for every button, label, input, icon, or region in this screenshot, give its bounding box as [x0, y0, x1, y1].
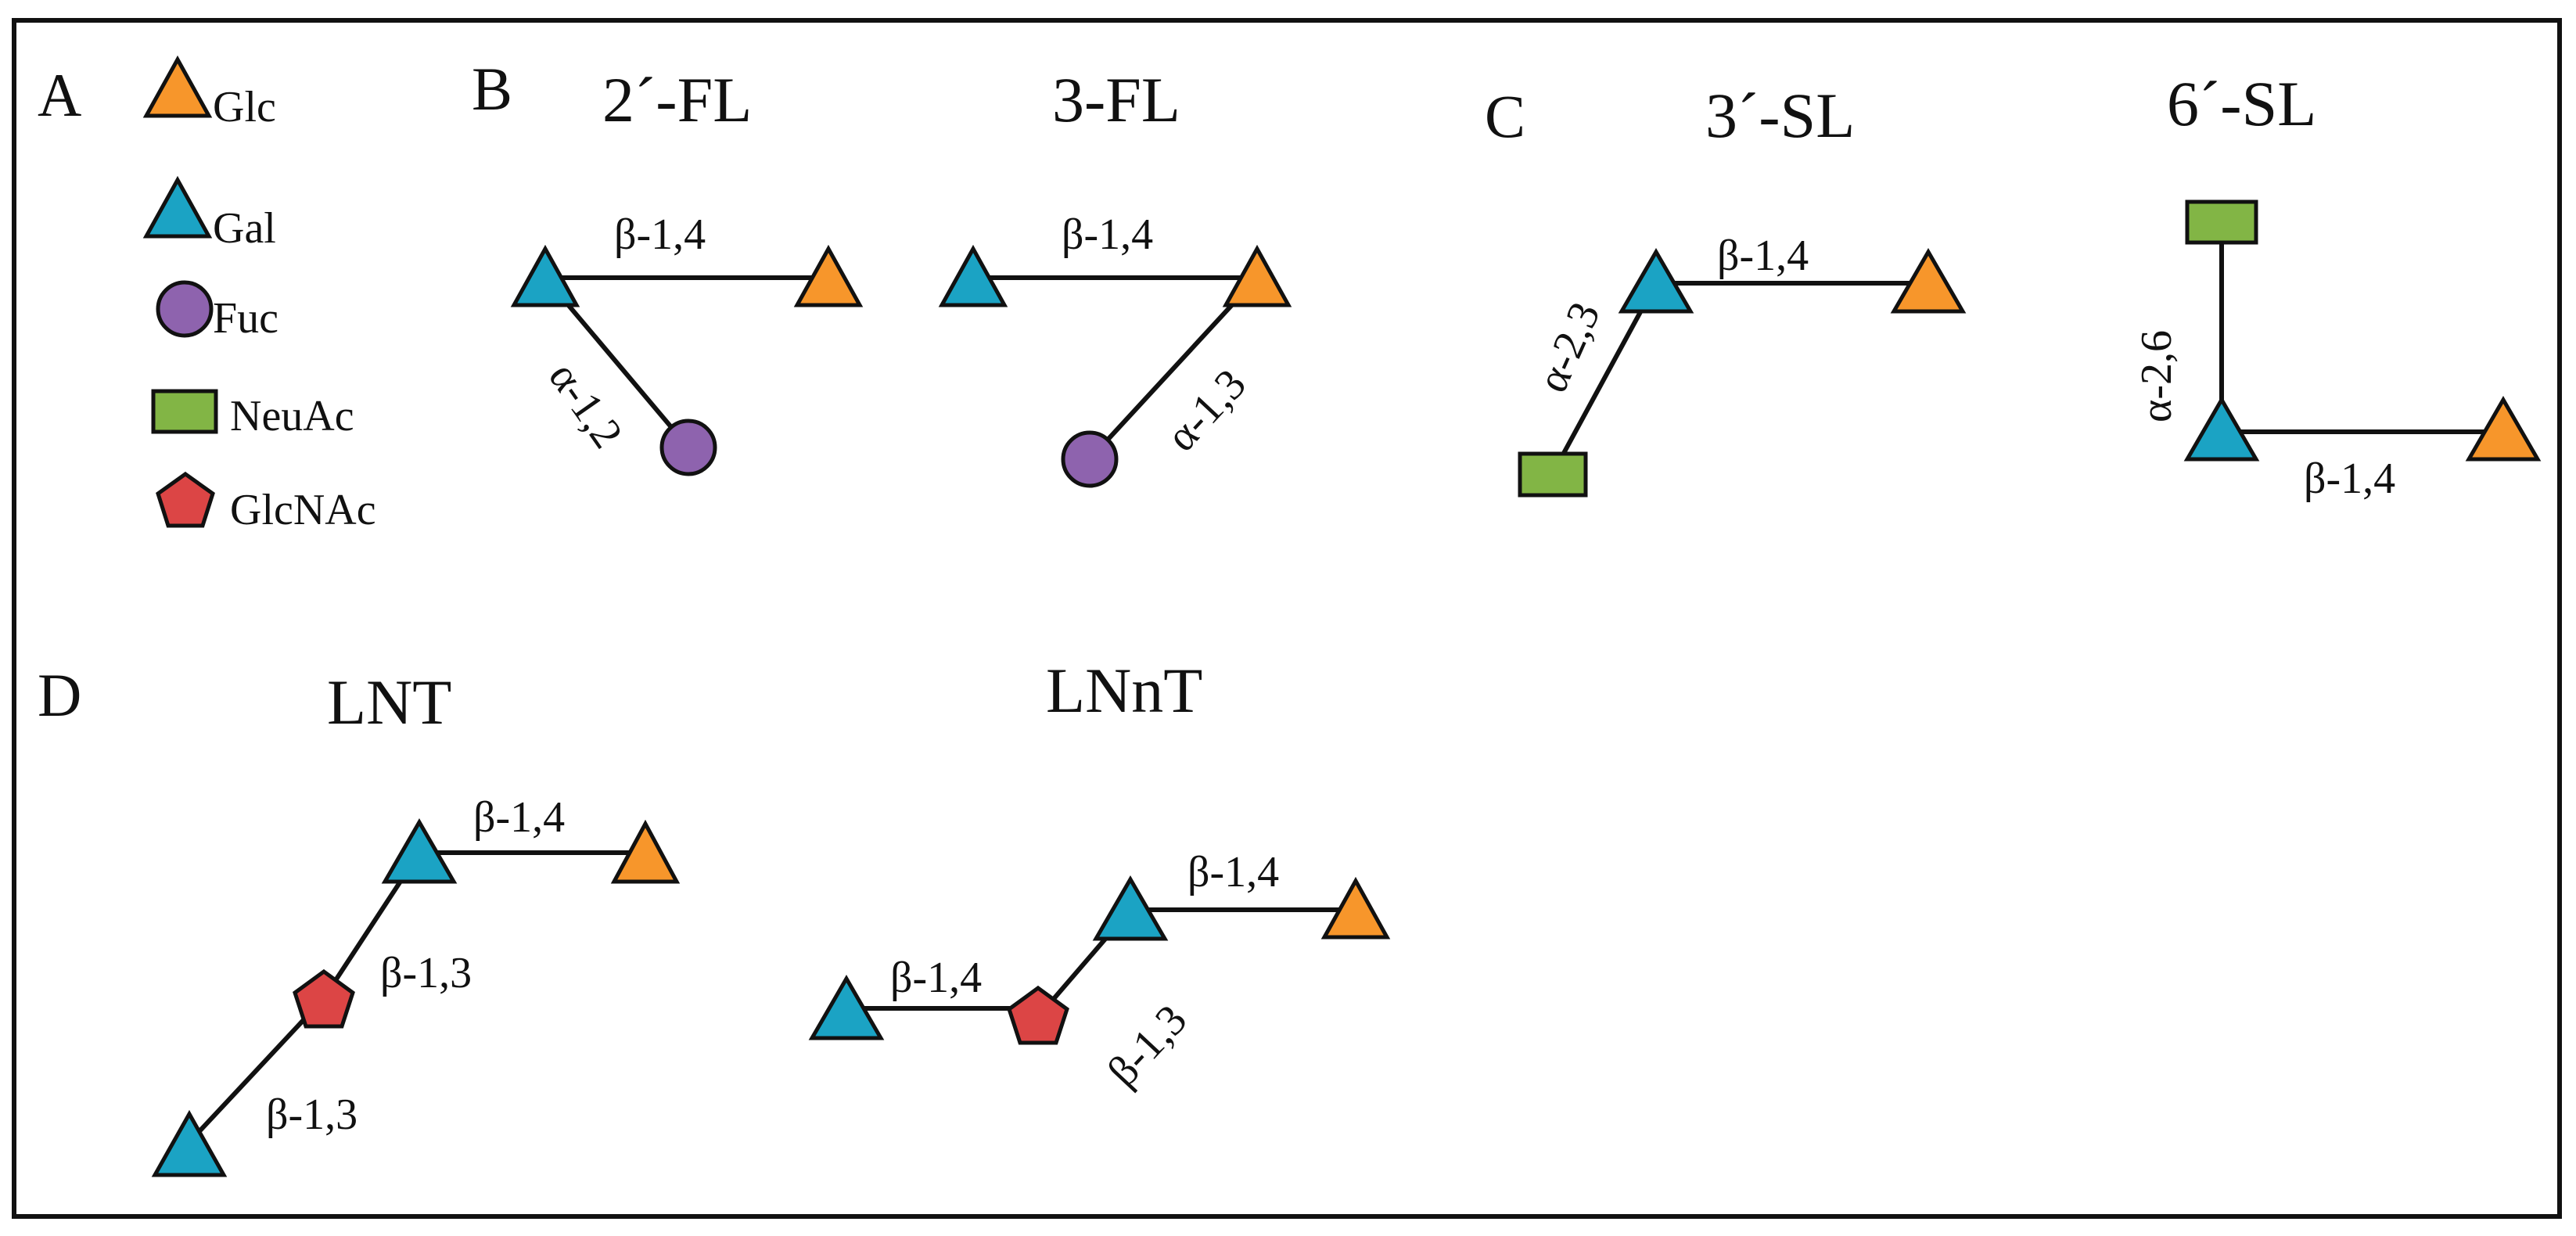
link-label-fuc-gal: α-1,2: [539, 354, 631, 457]
legend-gal: Gal: [142, 175, 276, 253]
gal-triangle-icon: [808, 975, 885, 1040]
structure-3fl: 3-FL β-1,4 α-1,3: [938, 64, 1292, 488]
cyan-triangle-icon: [142, 175, 213, 239]
neuac-square-icon: [2185, 199, 2258, 245]
legend-label-gal: Gal: [213, 204, 276, 253]
glcnac-pentagon-icon: [293, 968, 355, 1029]
structure-2fl: 2´-FL β-1,4 α-1,2: [510, 64, 864, 476]
structure-lnnt: LNnT β-1,4 β-1,3 β-1,4: [808, 655, 1391, 1096]
link-label-fuc-glc: α-1,3: [1157, 360, 1256, 461]
link-label-gal-glc: β-1,4: [2304, 455, 2395, 503]
bond-neuac-gal: [1550, 282, 1658, 475]
figure-frame: [12, 18, 2562, 1219]
title-lnnt: LNnT: [1046, 655, 1202, 726]
link-label-gal-glc: β-1,4: [1717, 232, 1809, 280]
panel-label-a: A: [38, 61, 81, 129]
fuc-circle-icon: [1061, 430, 1119, 488]
link-label-glcnac-gal: β-1,3: [380, 949, 472, 997]
bond-fuc-glc: [1087, 275, 1259, 462]
glcnac-pentagon-icon: [1007, 985, 1069, 1045]
gal-triangle-icon: [938, 244, 1008, 307]
panel-label-c: C: [1485, 82, 1525, 150]
glc-triangle-icon: [610, 819, 681, 884]
gal-triangle-icon: [151, 1109, 228, 1177]
glc-triangle-icon: [2465, 396, 2542, 462]
link-label-gal-glc: β-1,4: [1062, 210, 1153, 259]
legend-label-glc: Glc: [213, 83, 276, 131]
title-3fl: 3-FL: [1052, 64, 1180, 135]
gal-triangle-icon: [2183, 396, 2260, 462]
bond-gal-glcnac: [187, 996, 326, 1144]
legend-glcnac: GlcNAc: [156, 471, 376, 534]
link-label-neuac-gal: α-2,3: [1528, 295, 1610, 399]
title-6sl: 6´-SL: [2167, 68, 2316, 139]
glc-triangle-icon: [1890, 248, 1967, 314]
legend-label-neuac: NeuAc: [230, 392, 354, 440]
legend-label-glcnac: GlcNAc: [230, 486, 376, 534]
title-2fl: 2´-FL: [602, 64, 752, 135]
gal-triangle-icon: [381, 818, 458, 884]
title-lnt: LNT: [327, 667, 451, 738]
panel-label-d: D: [38, 661, 81, 729]
structure-lnt: LNT β-1,4 β-1,3 β-1,3: [151, 667, 681, 1177]
legend-fuc: Fuc: [156, 280, 278, 343]
fuc-circle-icon: [659, 419, 717, 476]
purple-circle-icon: [156, 280, 214, 338]
orange-triangle-icon: [142, 55, 213, 118]
legend-glc: Glc: [142, 55, 276, 131]
structure-6sl: 6´-SL α-2,6 β-1,4: [2132, 68, 2542, 503]
legend-neuac: NeuAc: [151, 389, 354, 440]
neuac-square-icon: [1518, 451, 1588, 498]
link-label-gal-glc: β-1,4: [1187, 848, 1279, 896]
link-label-glcnac-gal: β-1,3: [1098, 996, 1196, 1096]
red-pentagon-icon: [156, 471, 215, 528]
gal-triangle-icon: [1092, 875, 1169, 941]
link-label-gal-glc: β-1,4: [473, 793, 565, 842]
structure-3sl: 3´-SL β-1,4 α-2,3: [1518, 80, 1967, 498]
link-label-neuac-gal: α-2,6: [2132, 330, 2181, 422]
glc-triangle-icon: [793, 244, 864, 307]
legend: Glc Gal Fuc NeuAc GlcNAc: [142, 55, 376, 534]
panel-label-b: B: [472, 55, 512, 123]
glc-triangle-icon: [1320, 876, 1391, 940]
link-label-gal-glcnac: β-1,3: [266, 1090, 357, 1139]
green-square-icon: [151, 389, 218, 434]
link-label-gal-glcnac: β-1,4: [890, 954, 982, 1002]
title-3sl: 3´-SL: [1705, 80, 1855, 151]
glc-triangle-icon: [1222, 244, 1292, 307]
gal-triangle-icon: [510, 244, 580, 307]
gal-triangle-icon: [1618, 248, 1694, 314]
legend-label-fuc: Fuc: [213, 294, 278, 343]
link-label-gal-glc: β-1,4: [614, 210, 706, 259]
